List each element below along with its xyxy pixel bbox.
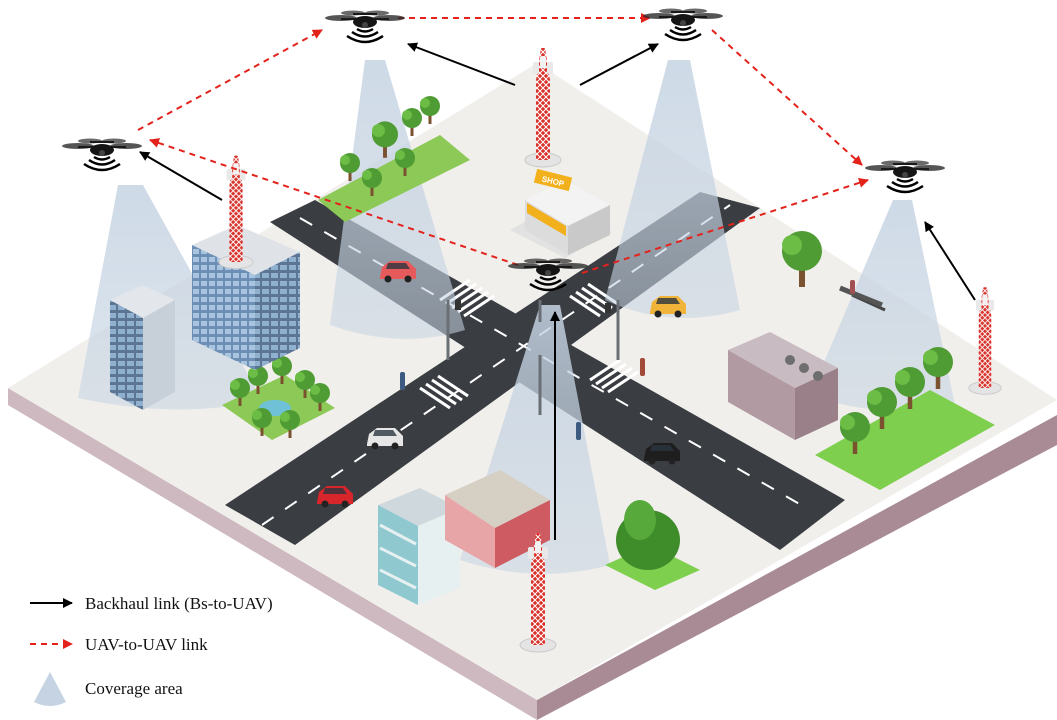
backhaul-links xyxy=(139,42,976,540)
legend-coverage: Coverage area xyxy=(34,672,183,706)
drone-icon xyxy=(641,7,725,42)
drone-icon xyxy=(60,137,144,172)
building-bottom-pink xyxy=(445,470,550,568)
building-left-tall xyxy=(192,225,300,370)
legend-coverage-label: Coverage area xyxy=(85,679,183,698)
building-right-beige xyxy=(728,332,838,440)
person-icon xyxy=(576,422,581,440)
green-strip-top xyxy=(318,96,470,222)
building-left-small xyxy=(110,285,175,410)
shop-icon: SHOP xyxy=(510,168,612,258)
green-lawn-right xyxy=(815,347,995,490)
legend-backhaul-label: Backhaul link (Bs-to-UAV) xyxy=(85,594,273,613)
drone-icon xyxy=(863,159,947,194)
bush-cluster xyxy=(605,500,700,590)
legend-backhaul: Backhaul link (Bs-to-UAV) xyxy=(30,594,273,613)
street-details xyxy=(446,285,886,415)
person-icon xyxy=(640,358,645,376)
people xyxy=(400,280,855,440)
person-icon xyxy=(400,372,405,390)
park-fountain xyxy=(222,356,335,440)
crosswalks xyxy=(419,278,639,410)
legend-uav-link-label: UAV-to-UAV link xyxy=(85,635,208,654)
drone-icon xyxy=(323,9,407,44)
legend-uav-link: UAV-to-UAV link xyxy=(30,635,208,654)
uav-to-uav-links xyxy=(137,13,869,274)
person-icon xyxy=(850,280,855,294)
legend: Backhaul link (Bs-to-UAV) UAV-to-UAV lin… xyxy=(30,594,273,706)
